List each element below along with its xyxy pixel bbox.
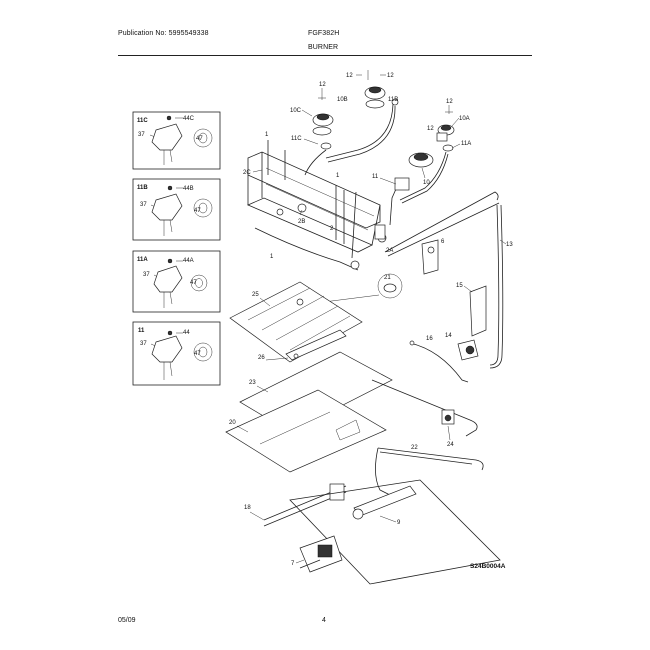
burner-tray (229, 281, 363, 363)
inset-label: 37 (140, 202, 147, 208)
callout-labels: 12 12 12 10B 11B 10C 11C 12 12 10A 11A 1… (229, 70, 513, 567)
callout-15: 15 (456, 283, 463, 289)
callout-11a: 11A (461, 141, 471, 147)
inset-label: 37 (140, 341, 147, 347)
callout-11b: 11B (388, 97, 398, 103)
inset-title: 11 (138, 328, 145, 334)
gas-tubes (304, 103, 504, 369)
valve-bracket (409, 239, 487, 383)
figure-reference-code: S24B0004A (470, 563, 506, 570)
callout-7: 7 (291, 561, 295, 567)
callout-20: 20 (229, 420, 236, 426)
callout-12: 12 (427, 126, 434, 132)
callout-11c: 11C (291, 136, 302, 142)
callout-21: 21 (384, 275, 391, 281)
callout-16: 16 (426, 336, 433, 342)
inset-label: 44 (183, 330, 190, 336)
callout-9: 9 (397, 520, 401, 526)
callout-12: 12 (387, 73, 394, 79)
callout-18: 18 (244, 505, 251, 511)
inset-label: 44B (183, 186, 194, 192)
heat-shield (225, 351, 393, 473)
page-number: 4 (322, 617, 326, 624)
publication-number: Publication No: 5995549338 (118, 30, 209, 37)
publication-date: 05/09 (118, 617, 136, 624)
callout-12: 12 (446, 99, 453, 105)
burner-frame (246, 132, 448, 271)
callout-2c: 2C (243, 170, 251, 176)
inset-label: 47 (190, 280, 197, 286)
main-gas-line (371, 379, 484, 497)
inset-label: 47 (194, 351, 201, 357)
inset-label: 47 (194, 208, 201, 214)
regulator-assembly (263, 479, 501, 585)
callout-10: 10 (423, 180, 430, 186)
callout-2: 2 (330, 226, 334, 232)
callout-22: 22 (411, 445, 418, 451)
inset-title: 11A (137, 257, 148, 263)
inset-label: 37 (143, 272, 150, 278)
burner-heads (312, 86, 455, 168)
callout-1: 1 (336, 173, 340, 179)
inset-box-11a: 11A 44A 37 47 (132, 250, 221, 313)
callout-2b: 2B (298, 219, 305, 225)
callout-13: 13 (506, 242, 513, 248)
inset-title: 11C (137, 118, 148, 124)
callout-10c: 10C (290, 108, 302, 114)
section-title: BURNER (308, 44, 339, 51)
callout-10a: 10A (459, 116, 470, 122)
inset-label: 47 (196, 136, 203, 142)
callout-23: 23 (249, 380, 256, 386)
model-number: FGF382H (308, 30, 340, 37)
callout-12: 12 (319, 82, 326, 88)
callout-25: 25 (252, 292, 259, 298)
inset-box-11b: 11B 44B 37 47 (132, 178, 221, 241)
callout-1: 1 (265, 132, 269, 138)
inset-box-11: 11 44 37 47 (132, 321, 221, 386)
inset-title: 11B (137, 185, 148, 191)
callout-26: 26 (258, 355, 265, 361)
inset-label: 37 (138, 132, 145, 138)
callout-11: 11 (372, 174, 379, 180)
callout-6: 6 (441, 239, 445, 245)
inset-label: 44C (183, 116, 195, 122)
inset-box-11c: 11C 44C 37 47 (132, 111, 221, 170)
callout-24: 24 (447, 442, 454, 448)
callout-12: 12 (346, 73, 353, 79)
callout-2a: 2A (386, 248, 393, 254)
header-rule (118, 55, 532, 56)
callout-1: 1 (270, 254, 274, 260)
inset-label: 44A (183, 258, 194, 264)
callout-10b: 10B (337, 97, 348, 103)
callout-14: 14 (445, 333, 452, 339)
